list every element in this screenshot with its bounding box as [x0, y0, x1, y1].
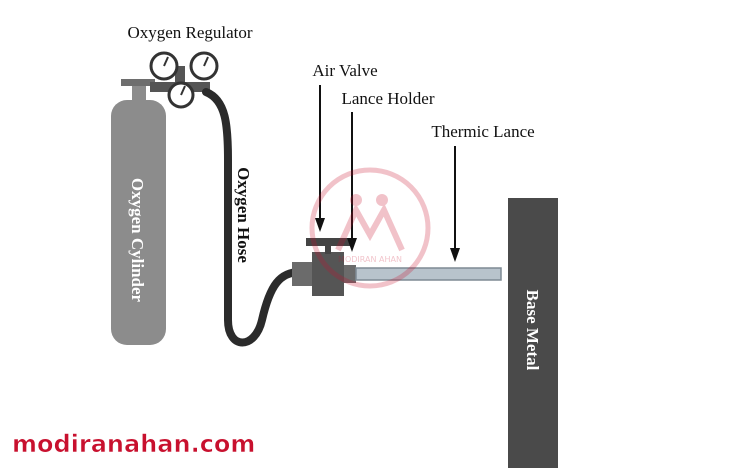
thermic-lance — [355, 267, 502, 281]
label-air-valve: Air Valve — [312, 61, 377, 80]
oxygen-hose — [202, 88, 304, 347]
label-thermic-lance: Thermic Lance — [431, 122, 534, 141]
label-oxygen-hose: Oxygen Hose — [234, 167, 253, 263]
label-oxygen-regulator: Oxygen Regulator — [127, 23, 252, 42]
label-base-metal: Base Metal — [523, 290, 542, 371]
oxygen-cylinder — [111, 79, 166, 345]
label-lance-holder: Lance Holder — [342, 89, 435, 108]
watermark-site-text: modiranahan.com — [12, 430, 255, 458]
oxygen-regulator — [149, 51, 219, 109]
lance-holder — [292, 238, 356, 296]
watermark-logo: MODIRAN AHAN — [309, 167, 431, 289]
label-arrows — [315, 85, 460, 262]
base-metal — [508, 198, 558, 468]
label-oxygen-cylinder: Oxygen Cylinder — [128, 178, 147, 303]
watermark-logo-text: MODIRAN AHAN — [338, 255, 402, 264]
